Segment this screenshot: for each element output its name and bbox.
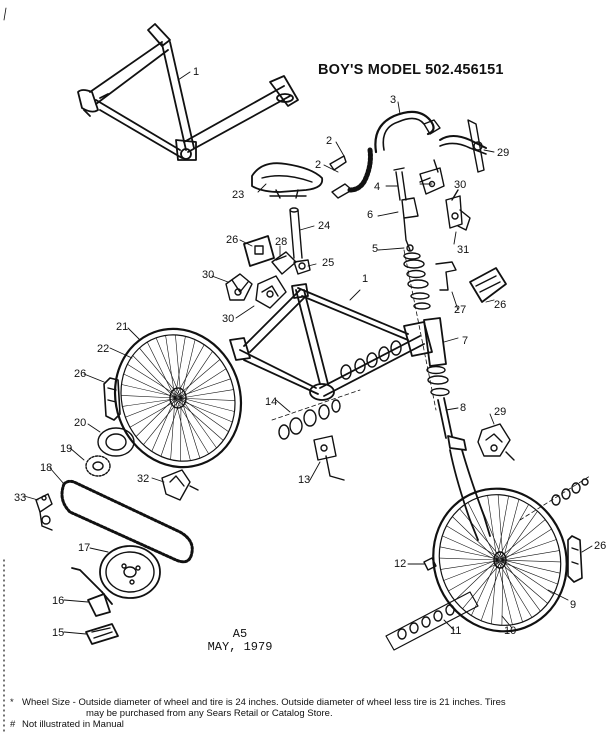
part-label-kickstand: 13 xyxy=(298,474,311,486)
derailleur-drawing xyxy=(36,470,198,530)
frame-main-drawing xyxy=(230,284,432,400)
wheel-footnote-marker: * xyxy=(10,697,14,708)
part-label-rear-wheel: 21 xyxy=(116,321,129,333)
part-label-derailleur-rear: 33 xyxy=(14,492,27,504)
part-label-axle-nut: 12 xyxy=(394,558,407,570)
part-label-grip-lower: 2 xyxy=(315,159,322,171)
part-label-wedge: 6 xyxy=(367,209,374,221)
part-label-pedal: 15 xyxy=(52,627,65,639)
crank-drawing xyxy=(72,568,112,616)
wheel-size-footnote: Wheel Size - Outside diameter of wheel a… xyxy=(22,697,506,708)
part-label-frame-main: 1 xyxy=(362,273,369,285)
seat-drawing xyxy=(252,163,322,198)
not-illustrated-marker: # xyxy=(10,719,16,730)
front-axle-drawing xyxy=(386,592,478,650)
part-label-front-caliper: 29 xyxy=(494,406,507,418)
part-label-seat-bolt: 25 xyxy=(322,257,335,269)
front-wheel-drawing xyxy=(413,470,586,650)
part-label-handlebar-right: 29 xyxy=(497,147,510,159)
part-label-frame-top: 1 xyxy=(193,66,200,78)
seat-post-drawing xyxy=(290,208,302,258)
part-label-spoke-reflector: 26 xyxy=(594,540,607,552)
part-label-shifter: 31 xyxy=(457,244,470,256)
part-label-stem-bar: 3 xyxy=(390,94,397,106)
freewheel-drawing xyxy=(86,428,134,476)
part-label-rear-rim: 22 xyxy=(97,343,110,355)
part-label-freewheel: 19 xyxy=(60,443,73,455)
page-title: BOY'S MODEL 502.456151 xyxy=(318,62,504,78)
stem-drawing xyxy=(394,168,418,251)
brake-lever-drawing xyxy=(420,160,444,194)
part-label-expander-bolt: 4 xyxy=(374,181,381,193)
revision-date: MAY, 1979 xyxy=(207,640,273,654)
chainwheel-drawing xyxy=(100,546,160,598)
frame-top-drawing xyxy=(78,24,298,160)
part-label-crank: 16 xyxy=(52,595,65,607)
pedal-drawing xyxy=(86,624,118,644)
part-label-derailleur: 32 xyxy=(137,473,150,485)
bottom-bracket-drawing xyxy=(272,341,401,439)
part-label-reflector-rear: 26 xyxy=(74,368,87,380)
part-label-chain: 18 xyxy=(40,462,53,474)
part-label-bottom-bracket: 14 xyxy=(265,396,278,408)
chain-drawing xyxy=(62,481,192,561)
front-reflector-drawing xyxy=(436,262,506,302)
headset-stack-drawing xyxy=(404,250,449,410)
part-label-reflector-seat: 26 xyxy=(226,234,239,246)
caliper-left-drawing xyxy=(226,274,286,308)
part-label-caliper-left: 30 xyxy=(202,269,215,281)
rear-wheel-drawing xyxy=(96,311,260,485)
rear-reflector-drawing xyxy=(104,378,120,420)
not-illustrated-footnote: Not illustrated in Manual xyxy=(22,719,124,730)
part-label-freewheel-hub: 20 xyxy=(74,417,87,429)
part-label-seat: 23 xyxy=(232,189,245,201)
part-label-reflector-bracket: 27 xyxy=(454,304,467,316)
part-label-front-axle: 11 xyxy=(450,625,462,637)
part-label-grip-upper: 2 xyxy=(326,135,333,147)
handlebar-right-drawing xyxy=(440,120,486,172)
part-label-seat-post: 24 xyxy=(318,220,331,232)
seat-reflector-drawing xyxy=(244,236,310,274)
part-label-front-hub: 9 xyxy=(570,599,577,611)
part-label-front-wheel: 10 xyxy=(504,625,517,637)
spoke-reflector-drawing xyxy=(568,536,582,582)
part-label-stem-nut: 5 xyxy=(372,243,379,255)
handlebar-drawing xyxy=(330,112,440,198)
kickstand-drawing xyxy=(314,436,344,480)
axle-nut-drawing xyxy=(424,558,436,570)
fork-drawing xyxy=(438,398,490,540)
shifter-drawing xyxy=(446,190,470,230)
part-label-seat-clamp: 28 xyxy=(275,236,288,248)
part-label-brake-lever: 30 xyxy=(454,179,467,191)
front-caliper-drawing xyxy=(478,424,514,460)
front-hub-bearings-drawing xyxy=(520,476,590,520)
part-label-headset: 7 xyxy=(462,335,469,347)
part-label-caliper-lower: 30 xyxy=(222,313,235,325)
margin-mark xyxy=(4,8,6,20)
page-code: A5 xyxy=(232,627,248,641)
wheel-size-footnote-cont: may be purchased from any Sears Retail o… xyxy=(86,708,333,719)
part-label-reflector-front: 26 xyxy=(494,299,507,311)
part-label-chainwheel: 17 xyxy=(78,542,91,554)
part-label-fork-bearing: 8 xyxy=(460,402,467,414)
leader-lines xyxy=(24,72,592,634)
